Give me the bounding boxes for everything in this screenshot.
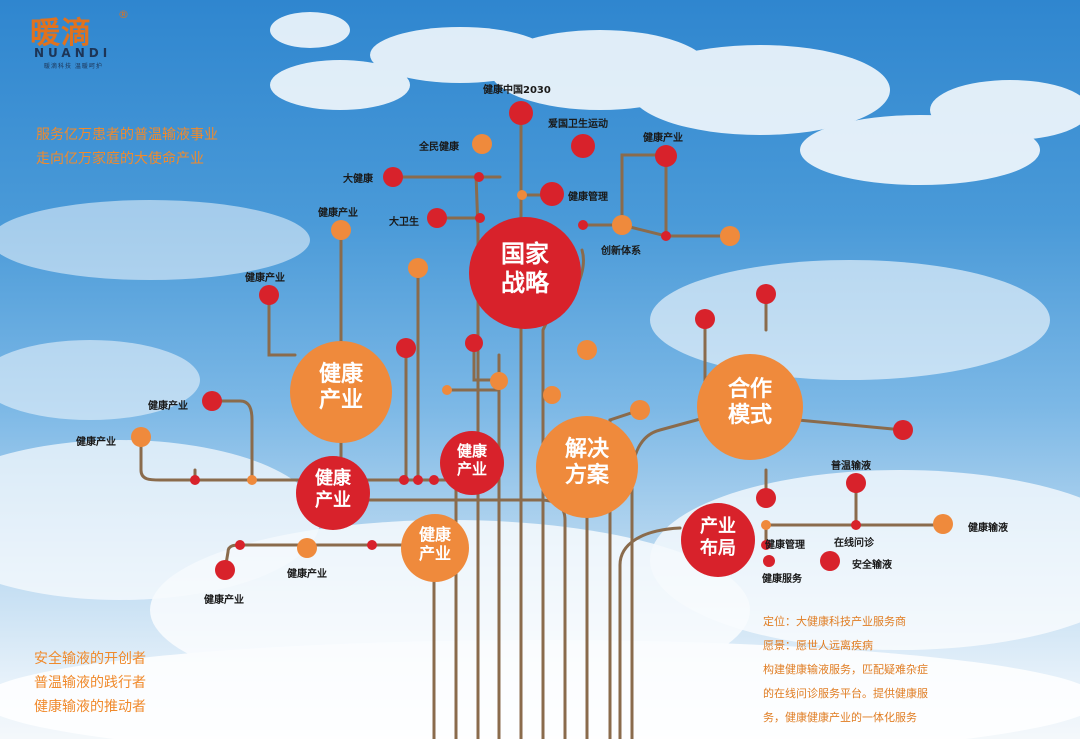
label-health-service: 健康服务	[762, 574, 802, 585]
label-health-industry-7: 健康产业	[204, 595, 244, 606]
label-innovation-system: 创新体系	[601, 246, 641, 257]
info-line-1: 定位：大健康科技产业服务商	[763, 615, 906, 628]
hub-national-strategy: 国家战略	[501, 240, 549, 297]
slogan-line-2: 走向亿万家庭的大使命产业	[36, 151, 204, 167]
label-online-consult: 在线问诊	[834, 538, 874, 549]
info-line-4: 的在线问诊服务平台。提供健康服	[763, 687, 928, 700]
label-big-hygiene: 大卫生	[389, 217, 419, 228]
connector-dots	[190, 172, 861, 550]
label-big-health: 大健康	[343, 174, 373, 185]
motto-line-1: 安全输液的开创者	[34, 651, 146, 667]
label-health-industry-4: 健康产业	[148, 401, 188, 412]
motto-line-2: 普温输液的践行者	[34, 675, 146, 691]
hub-health-industry-d: 健康产业	[418, 525, 451, 564]
hub-health-industry-b: 健康产业	[315, 468, 351, 511]
label-health-industry-1: 健康产业	[643, 133, 683, 144]
label-health-industry-2: 健康产业	[318, 208, 358, 219]
hubs	[290, 217, 803, 582]
info-line-3: 构建健康输液服务，匹配疑难杂症	[763, 663, 928, 676]
clouds	[0, 12, 1080, 739]
hub-cooperation: 合作模式	[727, 377, 772, 429]
label-safe-infusion: 安全输液	[852, 560, 892, 571]
label-health-management-2: 健康管理	[765, 540, 805, 551]
leaf-nodes	[131, 101, 953, 580]
label-warm-infusion: 普温输液	[831, 461, 871, 472]
logo-english: NUANDI	[34, 46, 112, 60]
label-all-people-health: 全民健康	[419, 142, 459, 153]
connector-dots-orange	[247, 190, 771, 530]
label-health-infusion: 健康输液	[968, 523, 1008, 534]
motto-line-3: 健康输液的推动者	[34, 699, 146, 715]
hub-industrial-layout: 产业布局	[700, 516, 736, 559]
label-health-industry-5: 健康产业	[76, 437, 116, 448]
branches	[139, 118, 945, 739]
info-line-5: 务，健康健康产业的一体化服务	[763, 711, 917, 724]
hub-solution: 解决方案	[564, 437, 609, 489]
logo-name: 暖滴	[30, 16, 92, 51]
label-health-management-1: 健康管理	[568, 192, 608, 203]
info-line-2: 愿景：愿世人远离疾病	[763, 639, 873, 652]
label-patriotic-hygiene: 爱国卫生运动	[548, 119, 608, 130]
label-health-industry-3: 健康产业	[245, 273, 285, 284]
hub-health-industry-a: 健康产业	[318, 362, 363, 414]
label-health-industry-6: 健康产业	[287, 569, 327, 580]
label-china-2030: 健康中国2030	[483, 85, 551, 96]
registered-mark: ®	[118, 8, 129, 21]
logo-subtitle: 暖滴科技 温暖呵护	[44, 63, 103, 70]
slogan-line-1: 服务亿万患者的普温输液事业	[36, 127, 218, 143]
hub-health-industry-c: 健康产业	[456, 442, 487, 478]
